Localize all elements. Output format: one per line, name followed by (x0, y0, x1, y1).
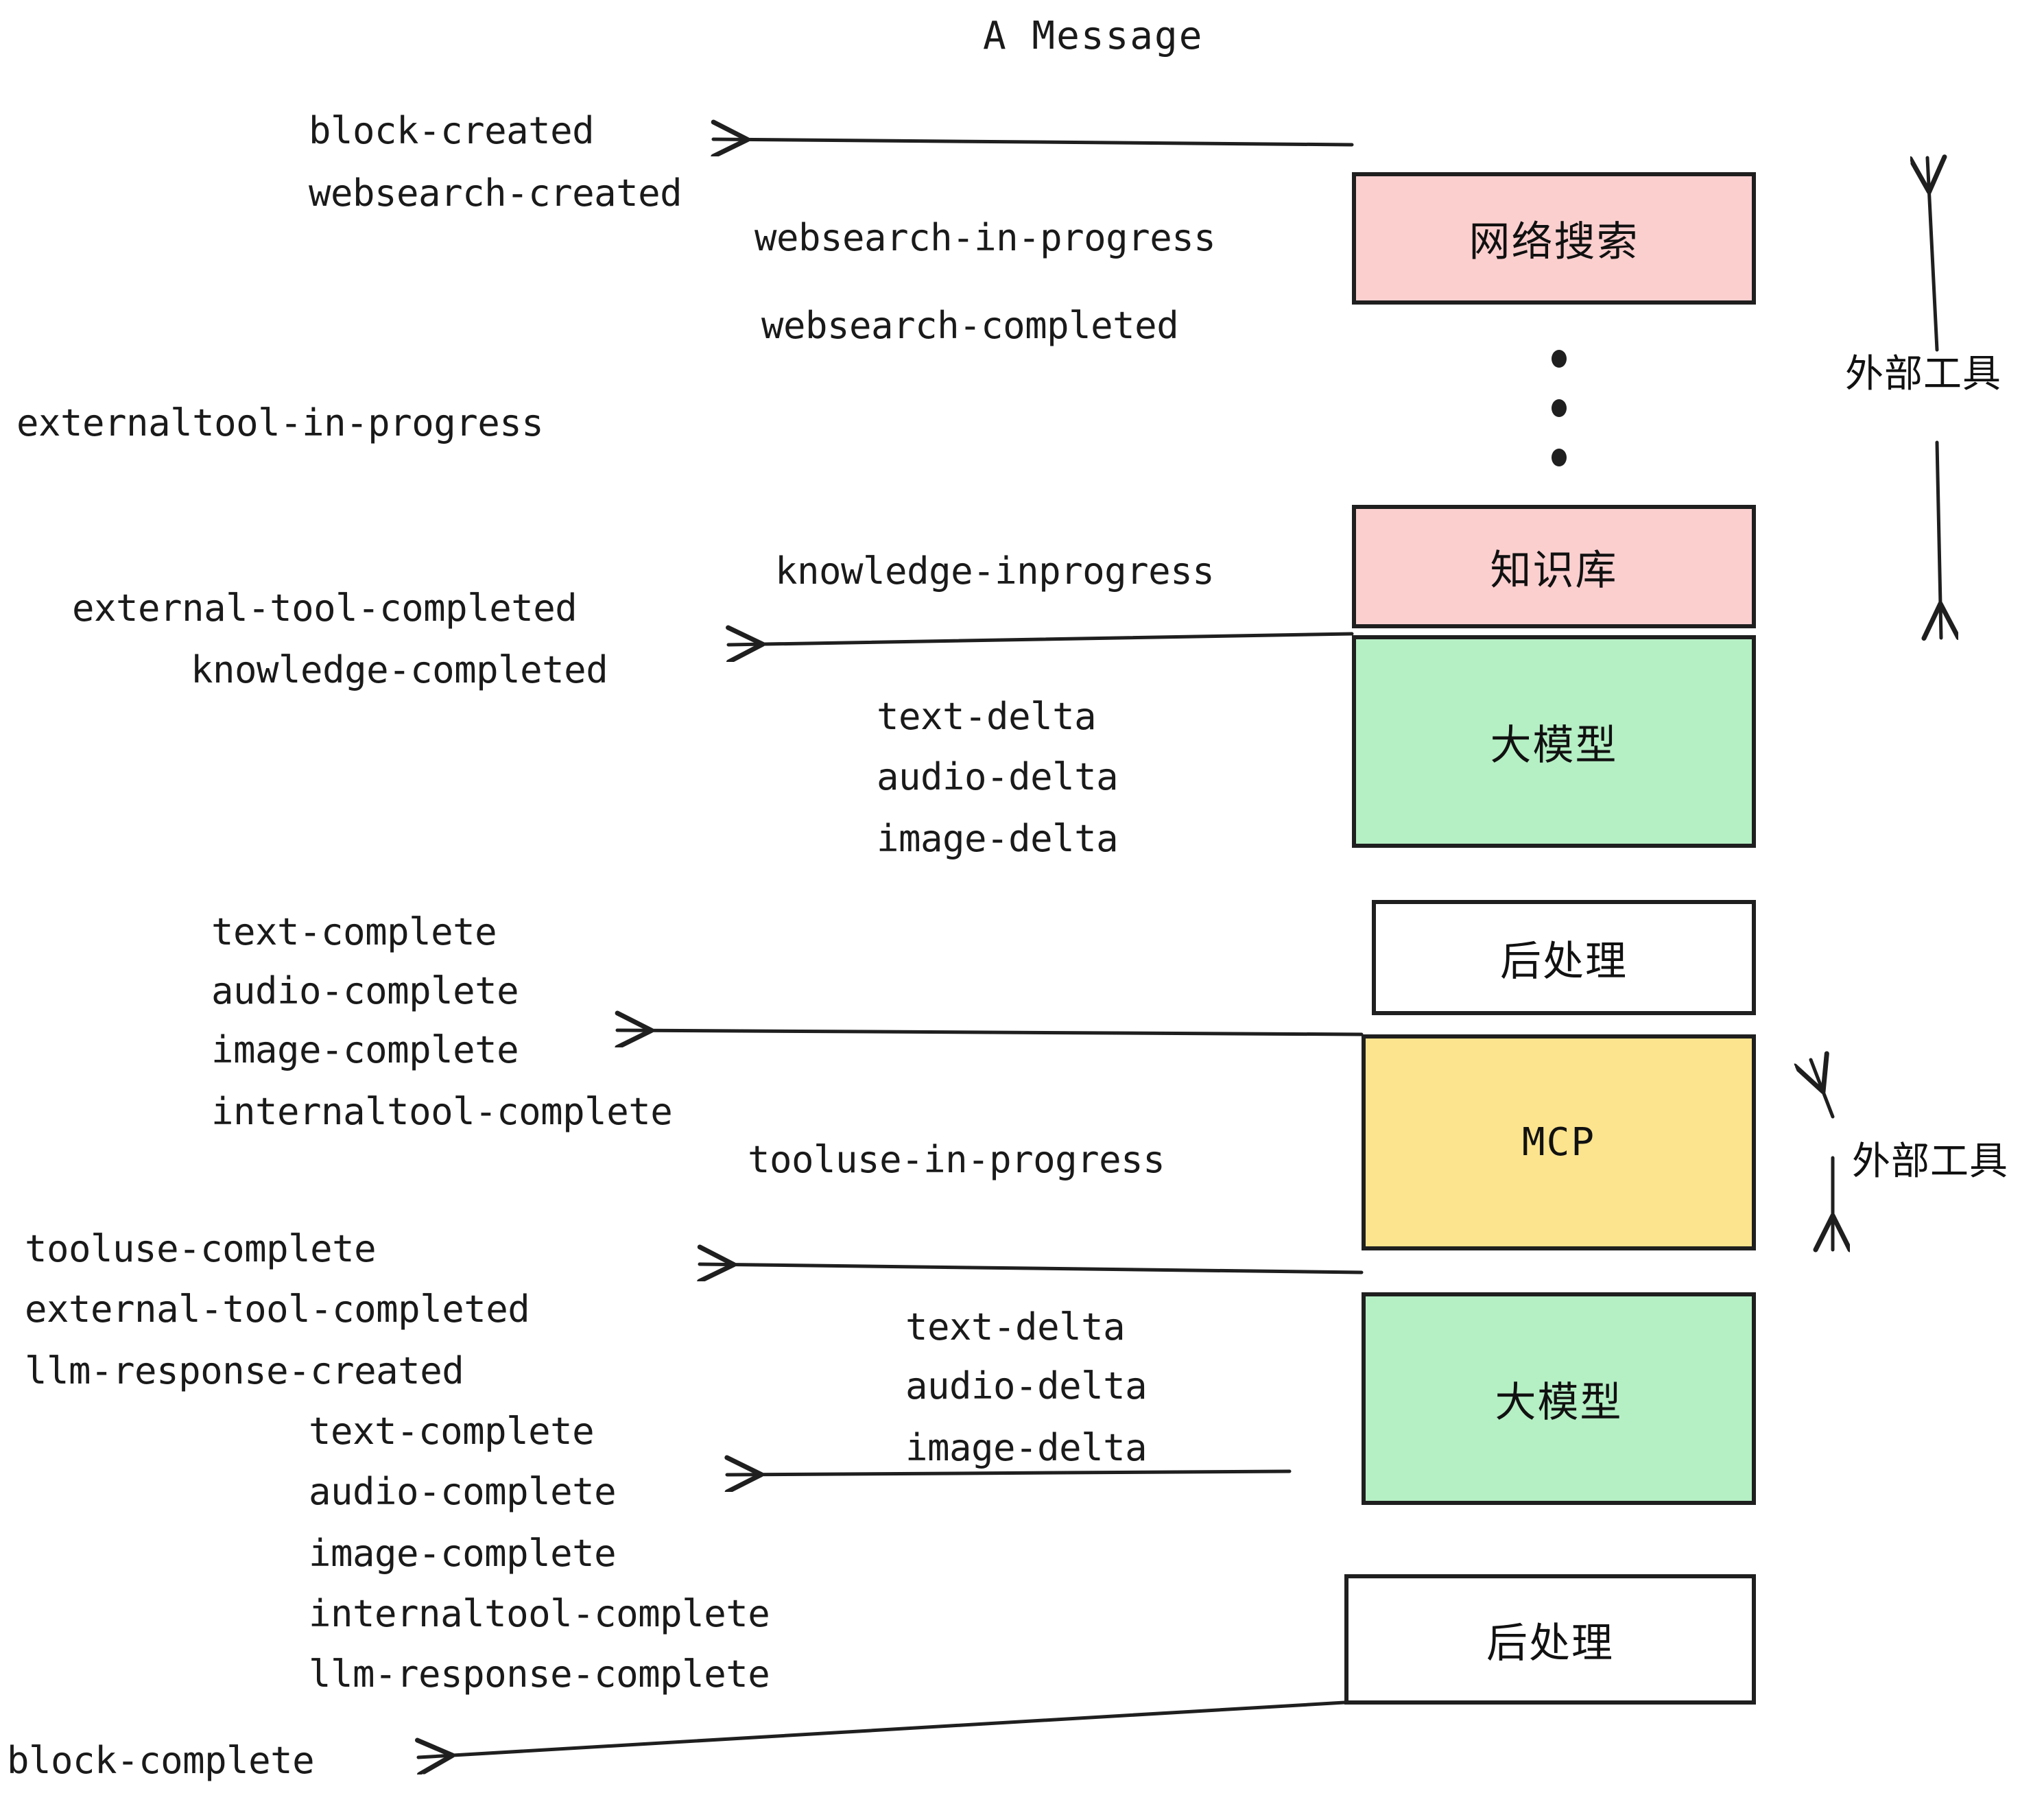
event-label: llm-response-complete (309, 1652, 770, 1696)
event-label: tooluse-in-progress (748, 1138, 1165, 1181)
external-tool-label: 外部工具 (1845, 352, 2001, 396)
event-label: websearch-completed (761, 304, 1179, 347)
event-label: text-complete (309, 1410, 595, 1453)
image-complete-arrow (617, 1030, 1364, 1034)
external-tool-up-arrow-1 (1927, 158, 1937, 352)
knowledge-completed-arrow (728, 634, 1354, 645)
node-box-mcp[interactable]: MCP (1362, 1034, 1756, 1250)
event-label: knowledge-inprogress (775, 549, 1215, 593)
event-label: block-complete (7, 1739, 315, 1782)
event-label: image-delta (877, 817, 1119, 860)
ellipsis-dot-icon (1552, 399, 1567, 417)
tooluse-complete-arrow (700, 1264, 1364, 1272)
event-label: text-complete (211, 910, 497, 953)
event-label: websearch-in-progress (754, 216, 1216, 259)
event-label: websearch-created (309, 171, 682, 215)
ellipsis-dot-icon (1552, 449, 1567, 466)
audio-complete-arrow (727, 1471, 1292, 1475)
diagram-title: A Message (983, 14, 1204, 58)
node-box-postprocess-2[interactable]: 后处理 (1344, 1574, 1756, 1705)
node-box-llm-1[interactable]: 大模型 (1352, 635, 1756, 848)
external-tool-up-arrow-2 (1811, 1060, 1835, 1119)
event-label: externaltool-in-progress (16, 401, 544, 444)
ellipsis-dot-icon (1552, 350, 1567, 368)
event-label: text-delta (877, 695, 1097, 738)
event-label: text-delta (905, 1305, 1126, 1349)
block-created-arrow (713, 139, 1354, 145)
event-label: llm-response-created (25, 1349, 464, 1392)
event-label: block-created (309, 109, 595, 152)
external-tool-label: 外部工具 (1852, 1139, 2008, 1184)
event-label: audio-delta (905, 1364, 1148, 1408)
node-box-websearch[interactable]: 网络搜索 (1352, 172, 1756, 305)
event-label: knowledge-completed (191, 648, 608, 691)
external-tool-down-arrow-1 (1937, 440, 1941, 638)
event-label: internaltool-complete (211, 1090, 673, 1133)
event-label: internaltool-complete (309, 1592, 770, 1635)
block-complete-arrow (418, 1700, 1346, 1757)
event-label: audio-complete (309, 1470, 617, 1513)
event-label: image-complete (211, 1028, 519, 1071)
node-box-knowledge[interactable]: 知识库 (1352, 505, 1756, 628)
event-label: tooluse-complete (25, 1227, 377, 1270)
event-label: image-delta (905, 1426, 1148, 1469)
event-label: external-tool-completed (72, 586, 578, 630)
event-label: audio-complete (211, 969, 519, 1012)
node-box-postprocess-1[interactable]: 后处理 (1372, 900, 1756, 1015)
event-label: external-tool-completed (25, 1287, 530, 1331)
event-label: audio-delta (877, 755, 1119, 798)
node-box-llm-2[interactable]: 大模型 (1362, 1292, 1756, 1505)
event-label: image-complete (309, 1532, 617, 1575)
